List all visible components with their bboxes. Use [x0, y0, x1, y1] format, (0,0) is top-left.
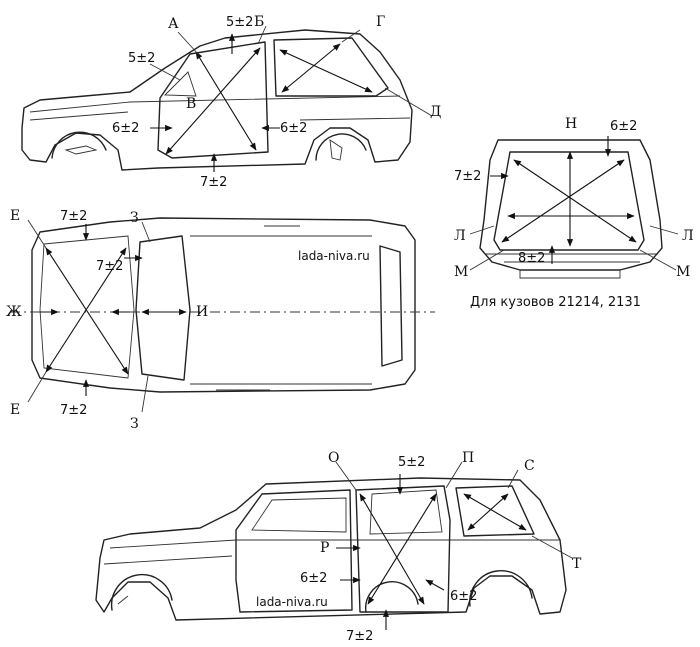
label-b: Б	[254, 14, 264, 30]
label-r: Р	[320, 540, 329, 556]
watermark-top: lada-niva.ru	[298, 249, 370, 263]
tol-rear-6: 6±2	[280, 121, 307, 136]
tol-roof-5: 5±2	[226, 15, 253, 30]
watermark-bottom: lada-niva.ru	[256, 595, 328, 609]
tol-top-7b: 7±2	[96, 259, 123, 274]
label-i: И	[196, 304, 208, 320]
tol-pillar-5: 5±2	[128, 51, 155, 66]
side-view-5door: О П С Т Р 5±2 6±2 6±2 7±2 lada-niva.ru	[95, 450, 582, 644]
label-n: Н	[565, 116, 577, 132]
tol-rear-6: 6±2	[610, 119, 637, 134]
label-z-top: З	[130, 210, 139, 226]
side-view-3door: А Б Г Д В 5±2 5±2 6±2 6±2 7±2	[21, 14, 441, 190]
tol-bottom-6b: 6±2	[450, 589, 477, 604]
label-m-right: М	[676, 264, 690, 280]
label-g: Г	[376, 14, 385, 30]
label-t: Т	[572, 556, 582, 572]
tol-rear-8: 8±2	[518, 251, 545, 266]
label-s: С	[524, 458, 535, 474]
label-a: А	[168, 16, 179, 32]
label-zh: Ж	[6, 304, 22, 320]
tol-top-7a: 7±2	[60, 209, 87, 224]
tol-sill-7: 7±2	[200, 175, 227, 190]
label-e-bottom: Е	[10, 402, 20, 418]
tol-top-7c: 7±2	[60, 403, 87, 418]
label-m-left: М	[454, 264, 468, 280]
label-d: Д	[430, 104, 441, 120]
label-p: П	[462, 450, 474, 466]
tol-bottom-5: 5±2	[398, 455, 425, 470]
caption-body-types: Для кузовов 21214, 2131	[470, 295, 641, 310]
tol-bottom-7: 7±2	[346, 629, 373, 644]
tol-front-6: 6±2	[112, 121, 139, 136]
label-o: О	[328, 450, 339, 466]
label-l-left: Л	[454, 228, 466, 244]
label-z-bottom: З	[130, 416, 139, 432]
tol-bottom-6a: 6±2	[300, 571, 327, 586]
label-e-top: Е	[10, 208, 20, 224]
top-view: Е Е Ж И З З 7±2 7±2 7±2 lada-niva.ru	[6, 208, 435, 432]
rear-view: Н Л Л М М 6±2 7±2 8±2 Для кузовов 21214,…	[454, 116, 694, 310]
tol-rear-7: 7±2	[454, 169, 481, 184]
label-v: В	[186, 96, 196, 112]
label-l-right: Л	[682, 228, 694, 244]
